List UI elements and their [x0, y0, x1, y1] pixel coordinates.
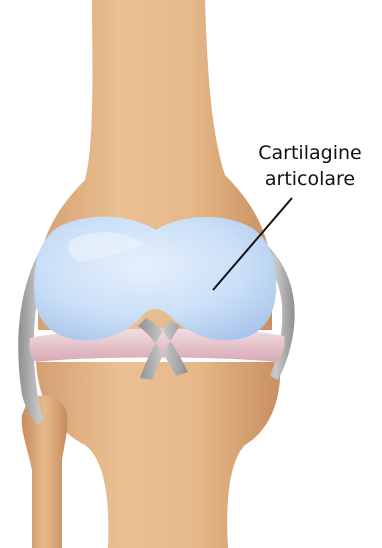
- annotation-line-2: articolare: [240, 166, 380, 192]
- fibula: [22, 396, 68, 548]
- tibia: [36, 362, 280, 548]
- annotation-label: Cartilagine articolare: [240, 140, 380, 192]
- annotation-line-1: Cartilagine: [240, 140, 380, 166]
